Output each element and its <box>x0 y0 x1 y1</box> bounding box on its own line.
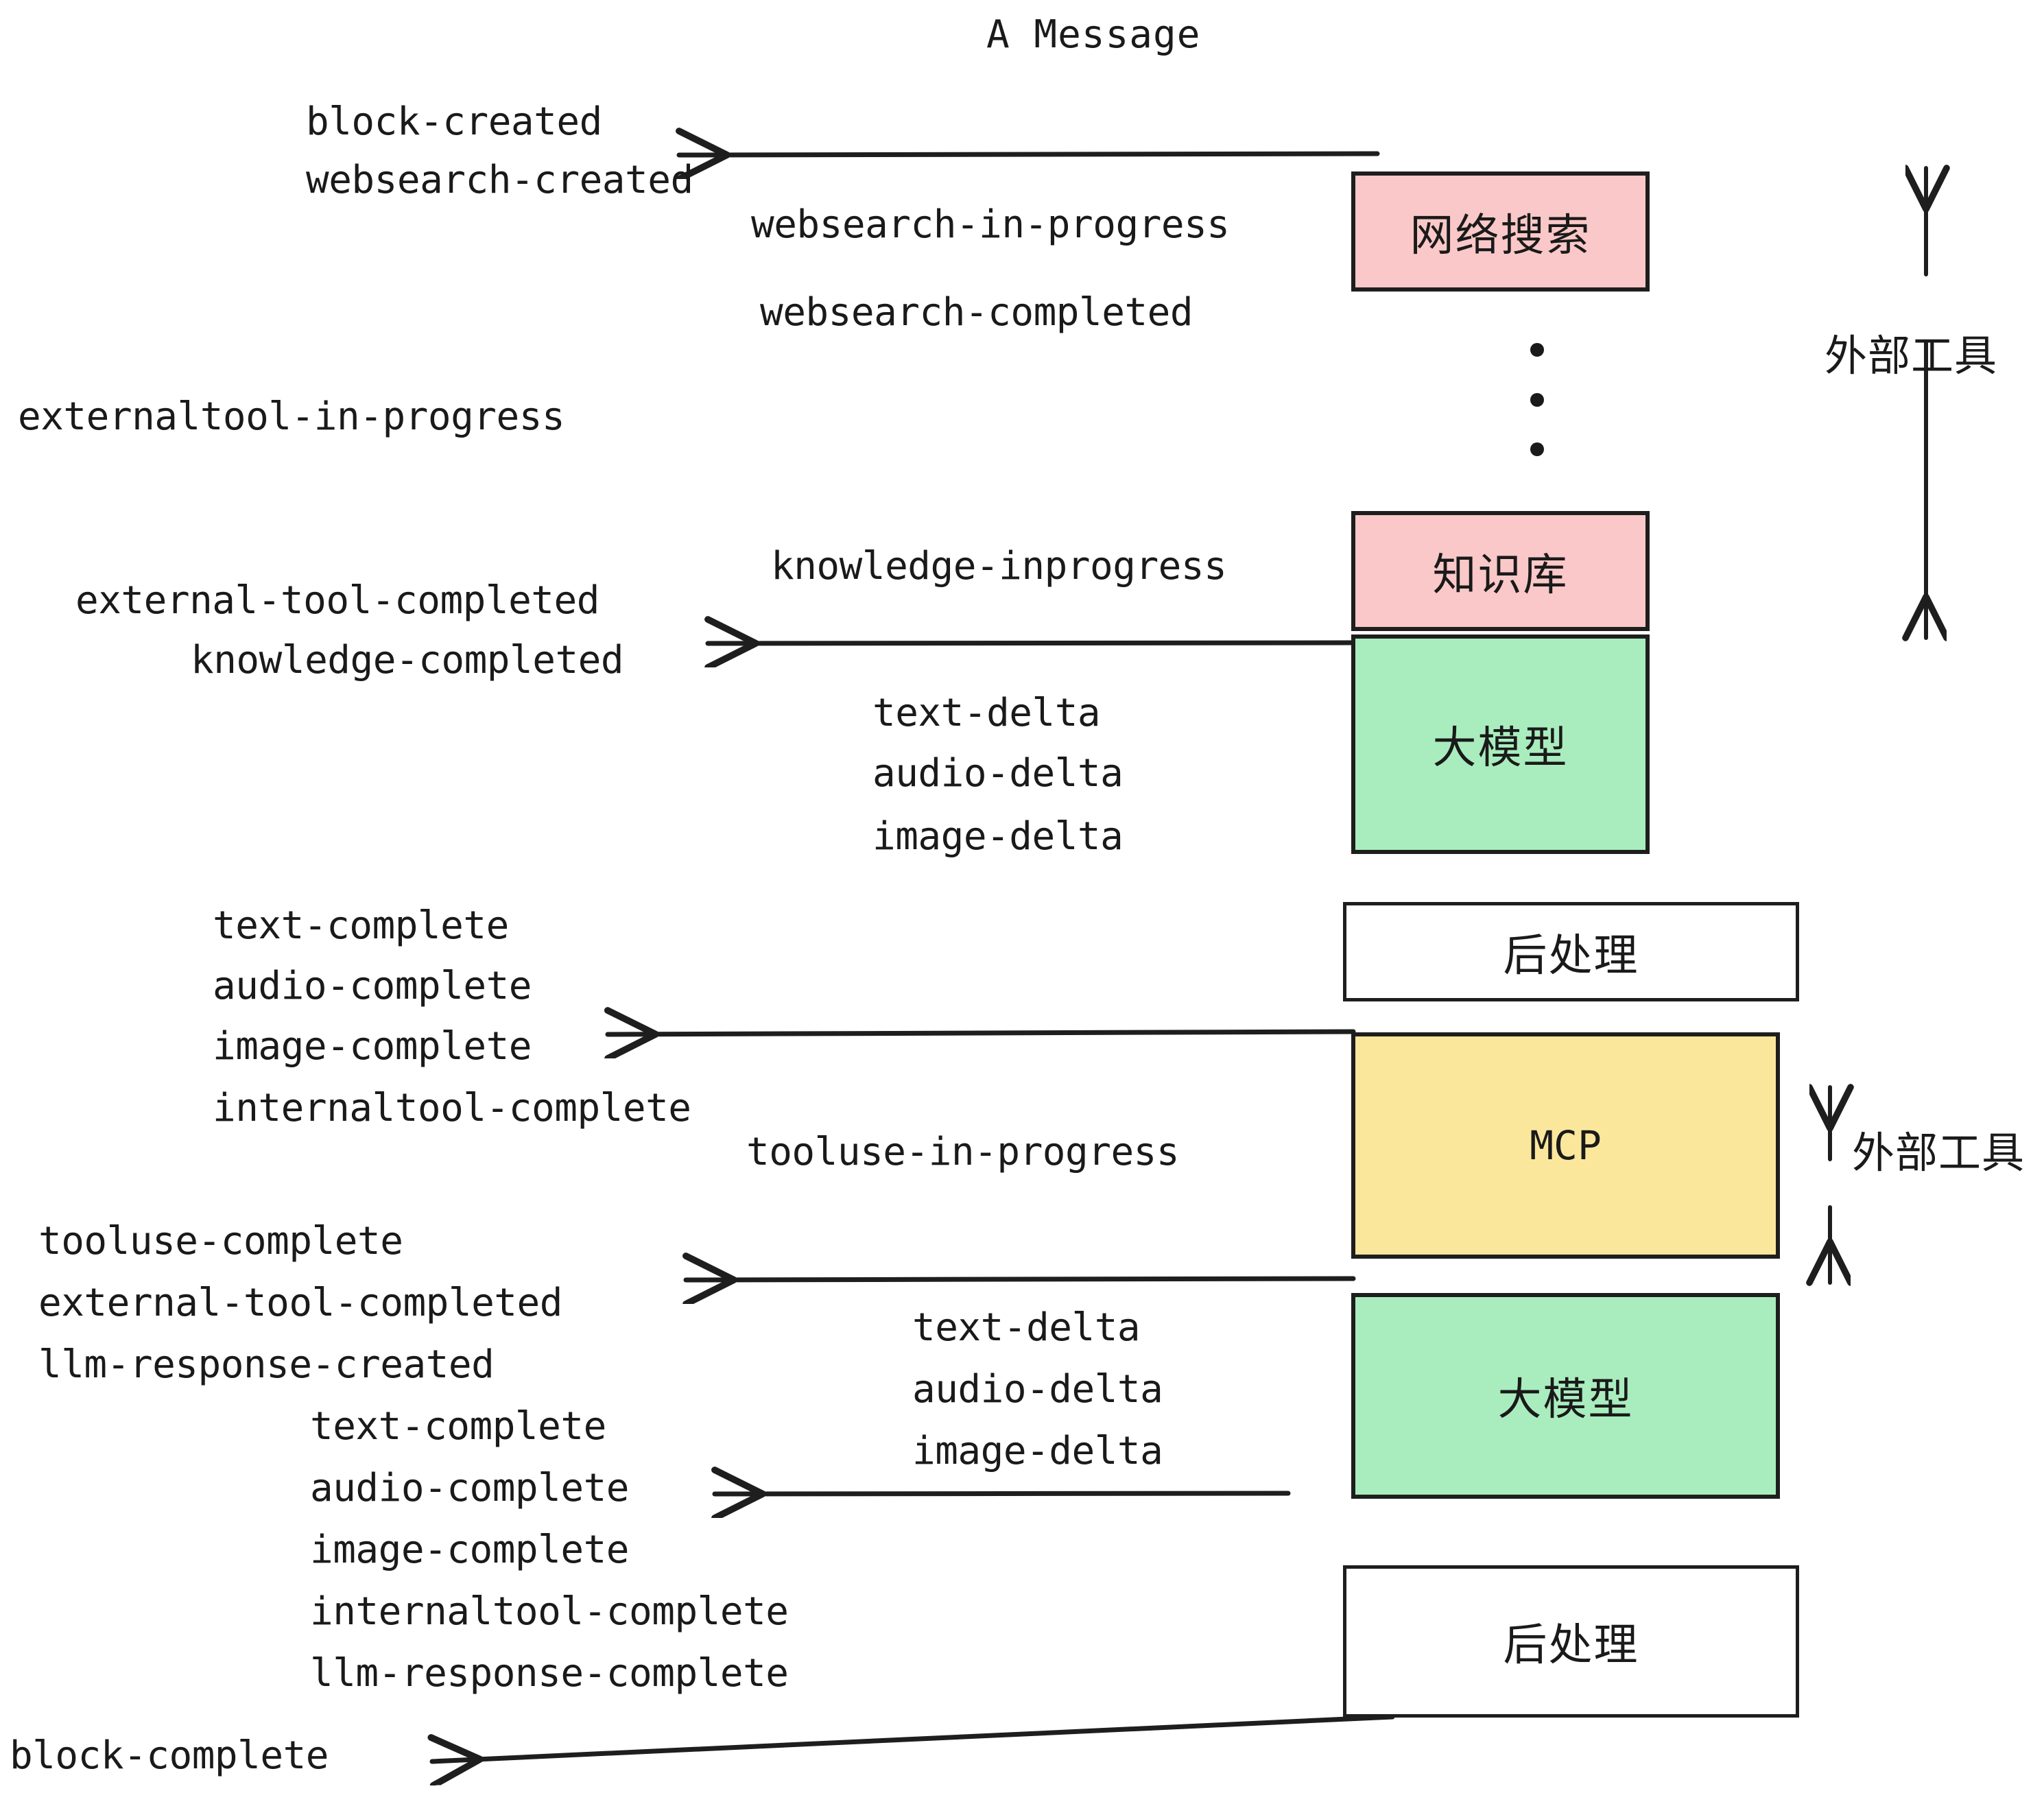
ellipsis-dots <box>1530 343 1545 456</box>
box-knowledge-label: 知识库 <box>1432 549 1569 601</box>
box-mcp-label: MCP <box>1530 1122 1602 1169</box>
event-audio-delta-1: audio-delta <box>872 751 1124 796</box>
event-image-complete-2: image-complete <box>310 1528 630 1572</box>
arrow-block-created <box>679 154 1380 155</box>
box-knowledge[interactable]: 知识库 <box>1351 511 1650 631</box>
side-label-external-tool-bottom: 外部工具 <box>1852 1128 2025 1178</box>
event-knowledge-completed: knowledge-completed <box>191 638 624 683</box>
arrow-tooluse-complete <box>686 1279 1356 1280</box>
event-text-complete-1: text-complete <box>213 903 509 948</box>
box-mcp[interactable]: MCP <box>1351 1032 1780 1259</box>
box-llm-top[interactable]: 大模型 <box>1351 634 1650 854</box>
event-audio-complete-1: audio-complete <box>213 964 532 1008</box>
box-llm-bottom-label: 大模型 <box>1497 1375 1634 1425</box>
arrow-block-complete <box>432 1714 1395 1761</box>
event-external-tool-completed-1: external-tool-completed <box>75 578 599 623</box>
box-post-bottom-label: 后处理 <box>1503 1620 1639 1671</box>
side-label-external-tool-top: 外部工具 <box>1825 331 1998 381</box>
event-tooluse-complete: tooluse-complete <box>38 1219 403 1263</box>
arrow-audio-complete <box>715 1493 1291 1494</box>
event-knowledge-inprogress: knowledge-inprogress <box>771 544 1227 589</box>
box-llm-bottom[interactable]: 大模型 <box>1351 1293 1780 1499</box>
event-block-created: block-created <box>306 99 602 144</box>
box-post-top-label: 后处理 <box>1503 930 1639 982</box>
event-llm-response-created: llm-response-created <box>38 1342 495 1387</box>
event-websearch-in-progress: websearch-in-progress <box>751 202 1230 247</box>
box-post-top[interactable]: 后处理 <box>1343 902 1799 1001</box>
event-internaltool-complete-1: internaltool-complete <box>213 1086 691 1130</box>
event-block-complete: block-complete <box>10 1733 329 1778</box>
event-internaltool-complete-2: internaltool-complete <box>310 1589 789 1634</box>
event-audio-complete-2: audio-complete <box>310 1466 630 1510</box>
event-websearch-created: websearch-created <box>306 158 693 202</box>
page-title: A Message <box>986 12 1201 57</box>
event-externaltool-in-progress: externaltool-in-progress <box>18 394 565 439</box>
event-text-delta-1: text-delta <box>872 691 1101 735</box>
event-image-complete-1: image-complete <box>213 1024 532 1069</box>
event-text-delta-2: text-delta <box>912 1305 1141 1350</box>
box-websearch[interactable]: 网络搜索 <box>1351 171 1650 292</box>
box-websearch-label: 网络搜索 <box>1410 210 1591 261</box>
event-audio-delta-2: audio-delta <box>912 1367 1163 1412</box>
event-image-delta-1: image-delta <box>872 814 1124 859</box>
event-external-tool-completed-2: external-tool-completed <box>38 1281 562 1325</box>
event-text-complete-2: text-complete <box>310 1404 606 1449</box>
box-llm-top-label: 大模型 <box>1432 723 1569 774</box>
arrow-image-complete <box>608 1032 1356 1034</box>
box-post-bottom[interactable]: 后处理 <box>1343 1565 1799 1718</box>
event-llm-response-complete: llm-response-complete <box>310 1651 789 1696</box>
event-websearch-completed: websearch-completed <box>760 290 1193 335</box>
event-image-delta-2: image-delta <box>912 1429 1163 1473</box>
event-tooluse-in-progress: tooluse-in-progress <box>746 1130 1180 1174</box>
